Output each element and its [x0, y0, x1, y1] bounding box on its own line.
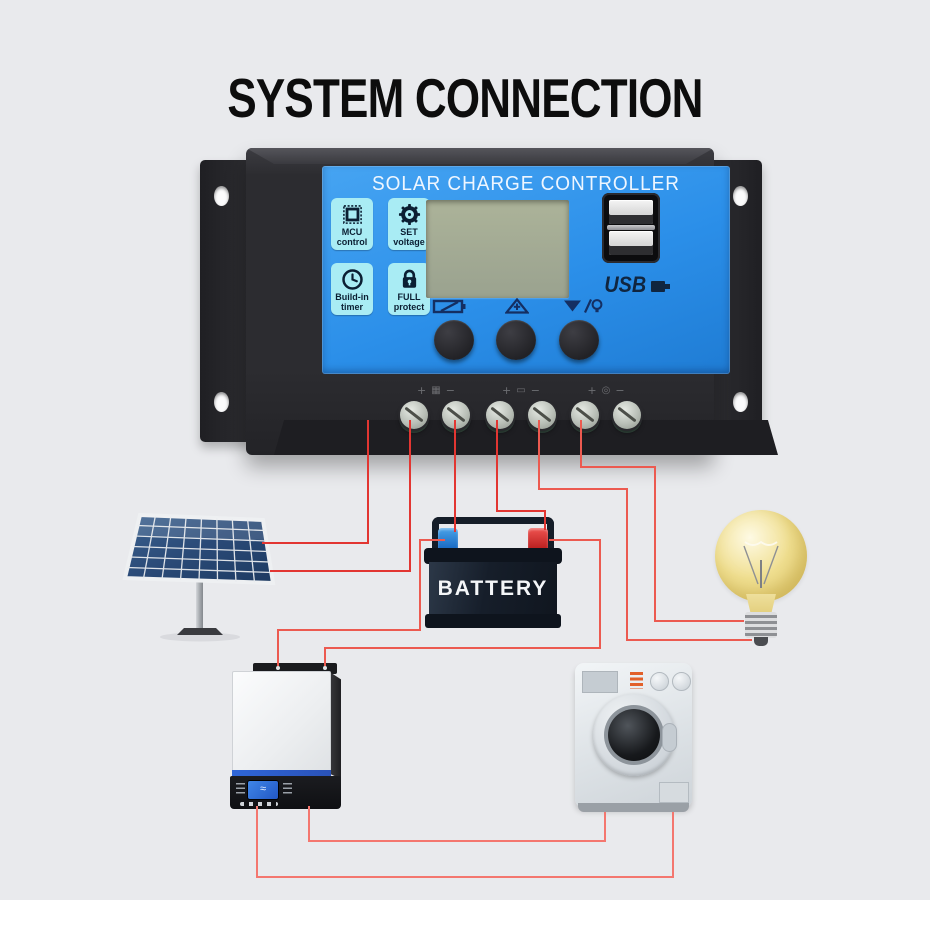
battery-body: BATTERY — [429, 562, 557, 616]
usb-port-a[interactable] — [609, 200, 653, 224]
washing-machine — [560, 650, 710, 825]
feature-mcu-control: MCU control — [331, 198, 373, 251]
battery-base — [425, 614, 561, 628]
bottom-margin — [0, 900, 930, 930]
inverter: ≈ — [225, 655, 345, 815]
washer-detergent-drawer — [582, 671, 618, 693]
feature-label: SET — [400, 227, 418, 237]
bulb-filament — [743, 540, 779, 588]
feature-label: FULL — [397, 292, 421, 303]
chip-icon — [342, 205, 362, 224]
battery-label: BATTERY — [437, 577, 549, 600]
battery-positive-terminal — [438, 528, 458, 550]
battery-negative-terminal — [528, 528, 548, 550]
lcd-display — [426, 200, 569, 298]
feature-label: voltage — [393, 237, 425, 248]
battery: BATTERY — [418, 505, 568, 635]
gear-icon — [398, 203, 420, 226]
usb-port-b[interactable] — [609, 231, 653, 255]
solar-panel-glyph: ▦ — [431, 385, 441, 396]
solar-charge-controller: SOLAR CHARGE CONTROLLER MCU control — [200, 148, 778, 455]
feature-label: timer — [340, 302, 363, 313]
inverter-control-section: ≈ — [230, 776, 341, 809]
battery-select-icon — [432, 299, 466, 314]
feature-label: control — [336, 237, 368, 248]
solar-panel — [110, 495, 300, 655]
battery-glyph: ▭ — [516, 385, 526, 396]
solar-panel-graphic — [122, 512, 276, 642]
feature-label: Build-in — [335, 292, 369, 303]
mounting-hole — [733, 392, 748, 412]
inverter-buttons[interactable] — [240, 802, 278, 806]
terminal-screw-load-plus[interactable] — [571, 401, 599, 429]
plus-sign: + — [587, 384, 597, 397]
mounting-hole — [214, 392, 229, 412]
inverter-indicator-dots — [283, 783, 292, 796]
lock-icon — [402, 269, 416, 288]
terminal-label-solar: + ▦ − — [396, 384, 476, 397]
feature-badges: MCU control — [331, 198, 431, 316]
usb-label: USB — [604, 272, 647, 297]
washer-knob[interactable] — [650, 672, 669, 691]
minus-sign: − — [445, 384, 455, 397]
controller-faceplate: SOLAR CHARGE CONTROLLER MCU control — [322, 166, 730, 374]
up-plus-icon — [505, 298, 529, 314]
washer-base — [578, 803, 689, 812]
feature-label: protect — [393, 302, 425, 313]
up-button[interactable] — [496, 320, 536, 360]
mounting-hole — [214, 186, 229, 206]
terminal-screw-solar-plus[interactable] — [400, 401, 428, 429]
bulb-neck — [746, 594, 776, 614]
controller-body: SOLAR CHARGE CONTROLLER MCU control — [246, 148, 778, 455]
usb-ports[interactable] — [602, 193, 660, 263]
lamp-glyph: ◎ — [601, 385, 611, 396]
controller-heading: SOLAR CHARGE CONTROLLER — [372, 173, 680, 195]
light-bulb — [712, 500, 812, 650]
inverter-top-cap — [253, 663, 337, 674]
feature-label: MCU — [341, 227, 363, 237]
select-button[interactable] — [434, 320, 474, 360]
minus-sign: − — [530, 384, 540, 397]
terminal-screw-battery-minus[interactable] — [528, 401, 556, 429]
washer-body — [575, 663, 692, 808]
inverter-side-panel — [329, 671, 341, 779]
page-title: SYSTEM CONNECTION — [227, 67, 703, 129]
plus-sign: + — [417, 384, 427, 397]
bulb-contact-tip — [754, 637, 768, 646]
down-button[interactable] — [559, 320, 599, 360]
terminal-screw-load-minus[interactable] — [613, 401, 641, 429]
usb-logo: USB — [602, 272, 672, 298]
inverter-accent-stripe — [232, 770, 331, 776]
terminal-flange — [274, 420, 778, 455]
terminal-label-battery: + ▭ − — [481, 384, 561, 397]
feature-full-protect: FULL protect — [388, 263, 430, 316]
washer-door-handle[interactable] — [662, 723, 677, 752]
feature-set-voltage: SET voltage — [388, 198, 430, 251]
usb-port-divider — [607, 225, 655, 230]
feature-builtin-timer: Build-in timer — [331, 263, 373, 316]
inverter-indicator-dots — [236, 783, 245, 796]
inverter-lcd: ≈ — [248, 781, 278, 799]
terminal-label-load: + ◎ − — [566, 384, 646, 397]
plus-sign: + — [502, 384, 512, 397]
washer-indicator-bars — [630, 672, 643, 689]
terminal-screw-battery-plus[interactable] — [486, 401, 514, 429]
bulb-screw-base — [745, 612, 777, 638]
mounting-hole — [733, 186, 748, 206]
washer-service-panel — [659, 782, 689, 803]
usb-plug-icon — [651, 281, 671, 292]
clock-icon — [341, 269, 363, 290]
washer-door-glass — [608, 709, 660, 761]
washer-knob[interactable] — [672, 672, 691, 691]
terminal-screw-solar-minus[interactable] — [442, 401, 470, 429]
mounting-ear-left — [200, 160, 254, 442]
minus-sign: − — [615, 384, 625, 397]
down-lamp-icon — [564, 299, 603, 313]
inverter-front-panel — [232, 671, 331, 773]
